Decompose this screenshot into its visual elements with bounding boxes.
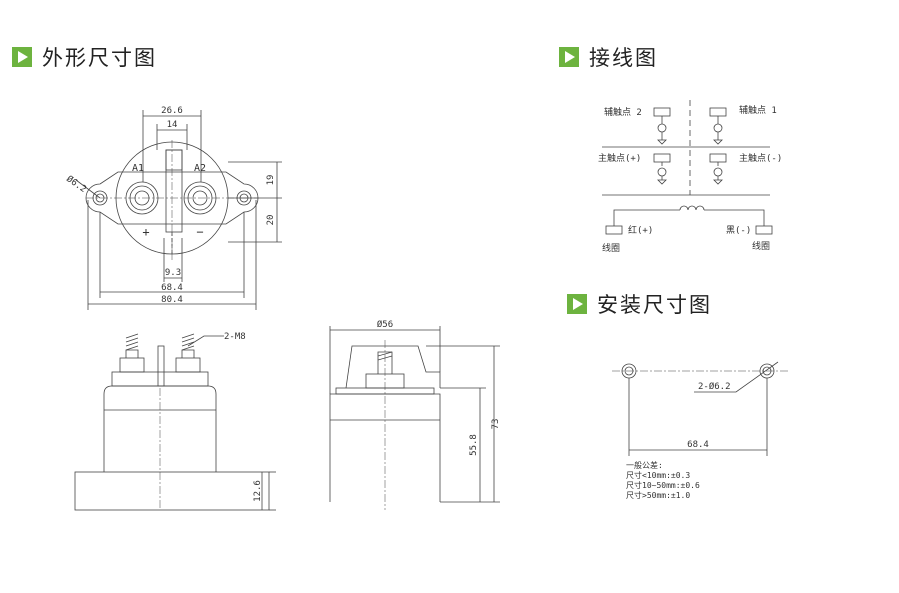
main-pos-label: 主触点(+) bbox=[598, 152, 641, 164]
wiring-section-header: 接线图 bbox=[559, 42, 658, 72]
dim-80-4: 80.4 bbox=[161, 295, 183, 305]
dim-dia-56: Ø56 bbox=[377, 319, 393, 330]
mounting-diagram bbox=[612, 361, 788, 456]
play-arrow-icon bbox=[12, 47, 32, 67]
tolerance-line: 尺寸>50mm:±1.0 bbox=[626, 491, 691, 500]
thread-label: 2-M8 bbox=[224, 332, 246, 342]
dim-hole-dia: Ø6.2 bbox=[64, 173, 88, 194]
dim-20: 20 bbox=[266, 215, 276, 226]
tolerance-line: 尺寸10~50mm:±0.6 bbox=[626, 481, 700, 490]
tolerance-notes: 一般公差: 尺寸<10mm:±0.3 尺寸10~50mm:±0.6 尺寸>50m… bbox=[626, 461, 700, 501]
red-pos-label: 红(+) bbox=[628, 224, 653, 236]
coil-icon bbox=[679, 205, 705, 211]
tolerance-line: 尺寸<10mm:±0.3 bbox=[626, 471, 691, 480]
dim-68-4: 68.4 bbox=[161, 283, 183, 293]
label-a2: A2 bbox=[194, 163, 206, 174]
black-neg-label: 黑(-) bbox=[726, 225, 751, 236]
dim-9-3: 9.3 bbox=[165, 268, 181, 278]
mounting-section-title: 安装尺寸图 bbox=[597, 293, 712, 317]
front-view bbox=[74, 333, 276, 511]
mount-spacing: 68.4 bbox=[687, 440, 709, 450]
aux1-label: 辅触点 1 bbox=[739, 104, 777, 116]
play-arrow-icon bbox=[559, 47, 579, 67]
mounting-section-header: 安装尺寸图 bbox=[567, 289, 712, 319]
dim-14: 14 bbox=[167, 120, 178, 130]
main-neg-label: 主触点(-) bbox=[739, 152, 782, 164]
tolerance-line: 一般公差: bbox=[626, 461, 663, 470]
wiring-diagram bbox=[602, 100, 773, 235]
coil-right-label: 线圈 bbox=[752, 240, 770, 252]
label-a1: A1 bbox=[132, 163, 144, 174]
aux2-label: 辅触点 2 bbox=[604, 106, 642, 118]
plus-sign: + bbox=[142, 225, 149, 239]
side-view bbox=[329, 326, 500, 510]
wiring-section-title: 接线图 bbox=[589, 46, 658, 70]
top-view bbox=[75, 110, 282, 310]
minus-sign: − bbox=[196, 225, 203, 239]
dim-12-6: 12.6 bbox=[253, 480, 263, 502]
dim-19: 19 bbox=[266, 175, 276, 186]
dim-26-6: 26.6 bbox=[161, 106, 183, 116]
dim-55-8: 55.8 bbox=[469, 434, 479, 456]
dim-73: 73 bbox=[491, 419, 501, 430]
dimension-section-title: 外形尺寸图 bbox=[42, 46, 157, 70]
dimension-section-header: 外形尺寸图 bbox=[12, 42, 157, 72]
coil-left-label: 线圈 bbox=[602, 242, 620, 254]
play-arrow-icon bbox=[567, 294, 587, 314]
mount-hole-label: 2-Ø6.2 bbox=[698, 381, 731, 392]
